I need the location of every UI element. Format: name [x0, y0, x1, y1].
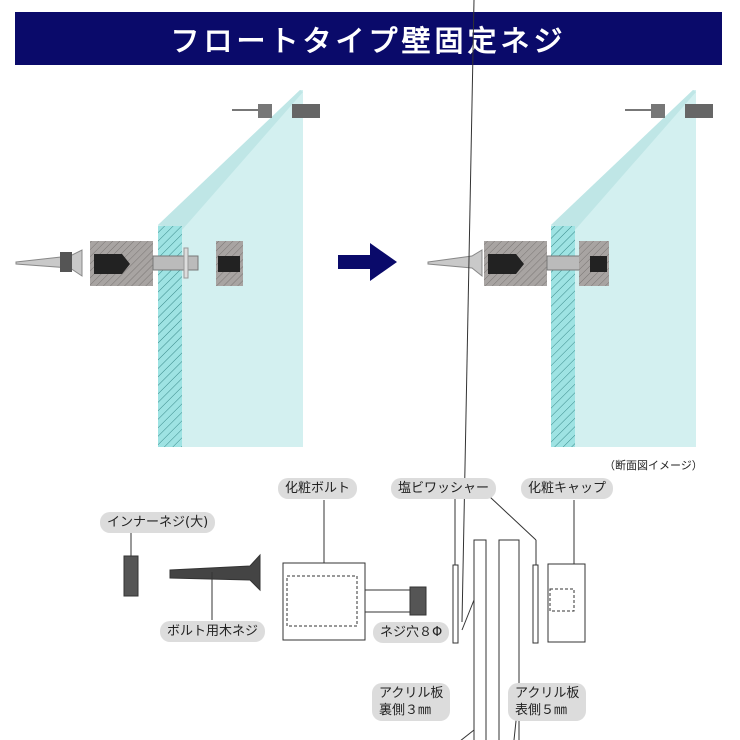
exploded-view: [123, 0, 586, 740]
wood-screw-icon: [169, 553, 261, 592]
decorative-cap-icon: [547, 563, 586, 643]
label-pvc-washer: 塩ビワッシャー: [391, 478, 497, 499]
glass-panel: [551, 90, 696, 447]
label-acrylic-back: アクリル板 裏側３㎜: [372, 683, 451, 721]
label-screw-hole: ネジ穴８Φ: [373, 622, 450, 643]
label-acrylic-front: アクリル板 表側５㎜: [508, 683, 587, 721]
acrylic-back: [473, 539, 487, 740]
label-acrylic-back-line2: 裏側３㎜: [379, 703, 432, 718]
after-assembly: [427, 90, 713, 447]
washer-icon: [183, 247, 189, 279]
label-acrylic-front-line2: 表側５㎜: [515, 703, 568, 718]
wood-screw-icon: [427, 249, 483, 278]
label-acrylic-back-line1: アクリル板: [379, 686, 444, 701]
before-assembly: [15, 90, 320, 447]
washer-icon: [452, 564, 459, 644]
inner-screw-icon: [123, 555, 139, 597]
label-inner-screw: インナーネジ(大): [100, 512, 216, 533]
label-wood-screw: ボルト用木ネジ: [160, 621, 266, 642]
label-acrylic-front-line1: アクリル板: [515, 686, 580, 701]
cross-section-note: （断面図イメージ）: [604, 459, 703, 472]
label-decorative-bolt: 化粧ボルト: [278, 478, 358, 499]
decorative-bolt-icon: [282, 562, 366, 641]
label-decorative-cap: 化粧キャップ: [521, 478, 614, 499]
page-title: フロートタイプ壁固定ネジ: [15, 12, 722, 65]
wood-screw-icon: [15, 249, 83, 277]
arrow-icon: [338, 243, 397, 281]
